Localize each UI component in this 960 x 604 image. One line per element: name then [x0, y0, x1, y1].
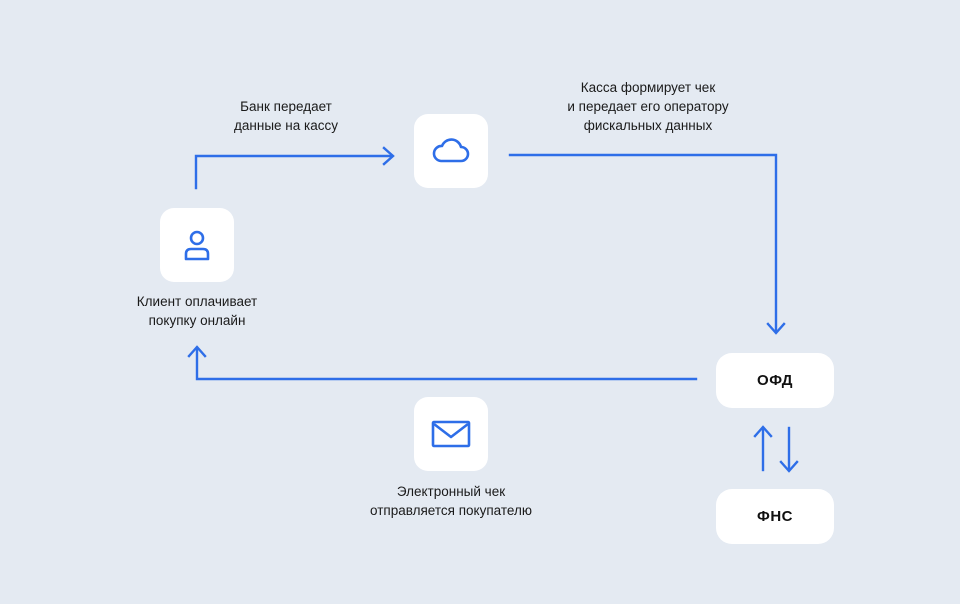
cashbox-to-ofd-caption: Касса формирует чек и передает его опера…	[567, 80, 729, 133]
client-caption: Клиент оплачивает покупку онлайн	[136, 294, 258, 328]
arrowhead-cashbox	[382, 146, 395, 166]
client-tile	[160, 208, 234, 282]
bank-to-cashbox-caption: Банк передает данные на кассу	[234, 99, 338, 133]
ofd-label: ОФД	[757, 372, 793, 389]
fns-node: ФНС	[716, 489, 834, 544]
cloud-icon	[432, 138, 470, 163]
ofd-node: ОФД	[716, 353, 834, 408]
arrowhead-down	[779, 460, 799, 473]
arrow-cashbox-to-ofd	[508, 153, 778, 334]
cashbox-tile	[414, 114, 488, 188]
arrow-client-to-cashbox	[194, 154, 394, 190]
arrowhead-up	[753, 425, 773, 438]
arrowhead-ofd	[766, 322, 786, 335]
envelope-icon	[431, 420, 471, 448]
email-caption: Электронный чек отправляется покупателю	[370, 484, 532, 518]
user-icon	[184, 230, 210, 261]
arrow-ofd-to-client	[195, 346, 698, 381]
fns-label: ФНС	[757, 508, 793, 525]
arrowhead-client	[187, 345, 207, 358]
email-tile	[414, 397, 488, 471]
